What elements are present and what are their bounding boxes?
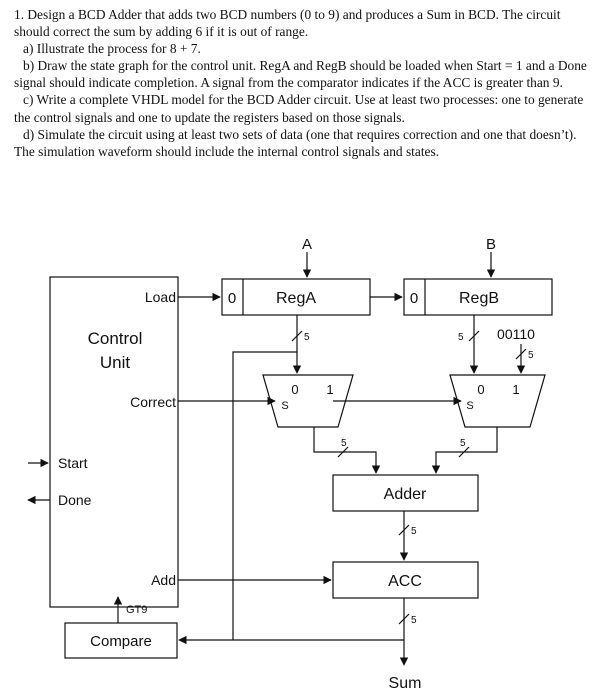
bus-slash-adder: [398, 524, 410, 536]
bus-width-mux-b: 5: [460, 438, 466, 449]
regb-box: [403, 278, 553, 316]
compare-label: Compare: [90, 633, 152, 650]
control-unit-label-line2: Unit: [100, 353, 131, 372]
constant-label: 00110: [497, 326, 535, 342]
left-mux-in0: 0: [291, 382, 298, 397]
regb-label: RegB: [459, 290, 499, 307]
rega-prefix: 0: [228, 290, 236, 307]
correct-label: Correct: [130, 394, 176, 410]
right-mux-in0: 0: [477, 382, 484, 397]
control-unit-box: [49, 276, 179, 608]
left-mux: [262, 374, 354, 428]
sum-label: Sum: [389, 675, 422, 692]
acc-label: ACC: [388, 573, 422, 590]
bus-width-adder: 5: [411, 526, 417, 537]
right-mux-select: S: [466, 400, 473, 412]
add-label: Add: [151, 572, 176, 588]
problem-item-b: b) Draw the state graph for the control …: [14, 58, 587, 91]
input-a-label: A: [302, 236, 312, 253]
right-mux-in1: 1: [512, 382, 519, 397]
compare-box: [64, 622, 178, 659]
problem-item-a: a) Illustrate the process for 8 + 7.: [23, 41, 201, 57]
bus-slash-regb: [468, 330, 480, 342]
bus-slash-rega: [291, 330, 303, 342]
right-mux: [449, 374, 546, 428]
regb-prefix: 0: [410, 290, 418, 307]
adder-label: Adder: [384, 486, 427, 503]
problem-statement: 1. Design a BCD Adder that adds two BCD …: [14, 6, 588, 160]
done-label: Done: [58, 492, 92, 508]
bus-slash-mux-b: [458, 446, 470, 458]
bus-width-acc: 5: [411, 615, 417, 626]
gt9-label: GT9: [126, 604, 147, 616]
problem-intro: 1. Design a BCD Adder that adds two BCD …: [14, 7, 561, 40]
wire-rega-compare-tap: [232, 351, 297, 640]
rega-box: [221, 278, 371, 316]
control-unit-label-line1: Control: [88, 329, 143, 348]
wire-mux-b-adder: [431, 427, 498, 474]
problem-item-d: d) Simulate the circuit using at least t…: [14, 126, 577, 159]
input-b-label: B: [486, 236, 496, 253]
bus-width-rega: 5: [304, 332, 310, 343]
load-label: Load: [145, 289, 176, 305]
wire-mux-a-adder: [313, 427, 381, 474]
acc-box: [332, 561, 479, 599]
bus-slash-acc: [398, 613, 410, 625]
adder-box: [332, 474, 479, 512]
start-label: Start: [58, 455, 88, 471]
bus-slash-mux-a: [337, 446, 349, 458]
rega-label: RegA: [276, 290, 316, 307]
left-mux-in1: 1: [326, 382, 333, 397]
bus-width-mux-a: 5: [341, 438, 347, 449]
bus-width-regb: 5: [458, 332, 464, 343]
problem-item-c: c) Write a complete VHDL model for the B…: [14, 92, 584, 125]
bus-width-const: 5: [528, 350, 534, 361]
bus-slash-const: [515, 348, 527, 360]
left-mux-select: S: [281, 400, 288, 412]
